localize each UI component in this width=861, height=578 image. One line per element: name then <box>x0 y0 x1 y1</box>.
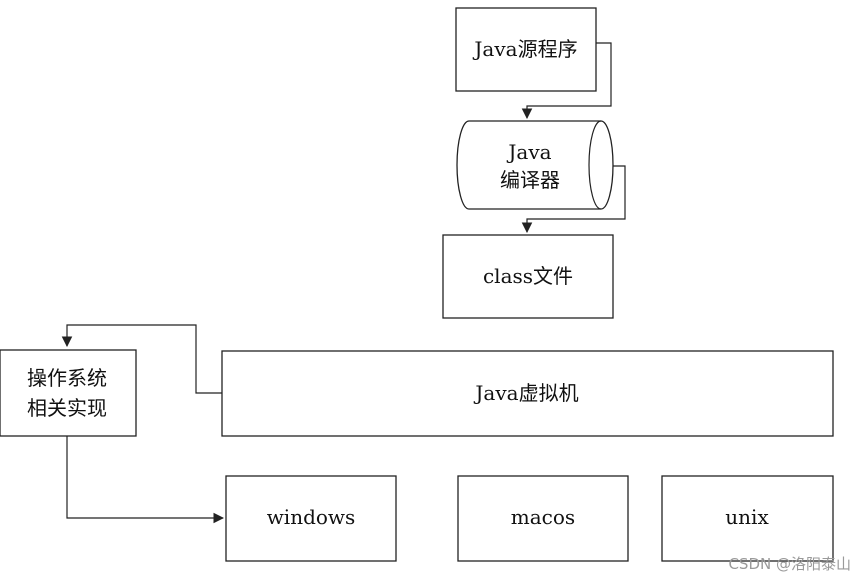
os-label-line2: 相关实现 <box>27 396 107 420</box>
java-source-node: Java源程序 <box>455 7 597 92</box>
macos-label: macos <box>511 505 575 529</box>
os-implementation-node: 操作系统 相关实现 <box>0 349 137 437</box>
edge-os-to-windows <box>66 436 225 524</box>
jvm-label: Java虚拟机 <box>473 381 578 405</box>
windows-node: windows <box>225 475 397 562</box>
unix-label: unix <box>725 505 769 529</box>
edge-compiler-to-class <box>521 165 626 234</box>
java-compiler-node: Java 编译器 <box>456 120 614 210</box>
compiler-label-line1: Java <box>506 140 551 164</box>
compiler-label-line2: 编译器 <box>500 168 560 192</box>
windows-label: windows <box>267 505 356 529</box>
unix-node: unix <box>661 475 834 562</box>
csdn-watermark: CSDN @洛阳泰山 <box>728 555 851 573</box>
jvm-node: Java虚拟机 <box>221 350 834 437</box>
edge-jvm-to-os <box>61 324 222 394</box>
os-label-line1: 操作系统 <box>27 366 107 390</box>
class-file-label: class文件 <box>483 264 573 288</box>
macos-node: macos <box>457 475 629 562</box>
edge-source-to-compiler <box>521 42 612 120</box>
class-file-node: class文件 <box>442 234 614 319</box>
java-source-label: Java源程序 <box>472 37 577 61</box>
